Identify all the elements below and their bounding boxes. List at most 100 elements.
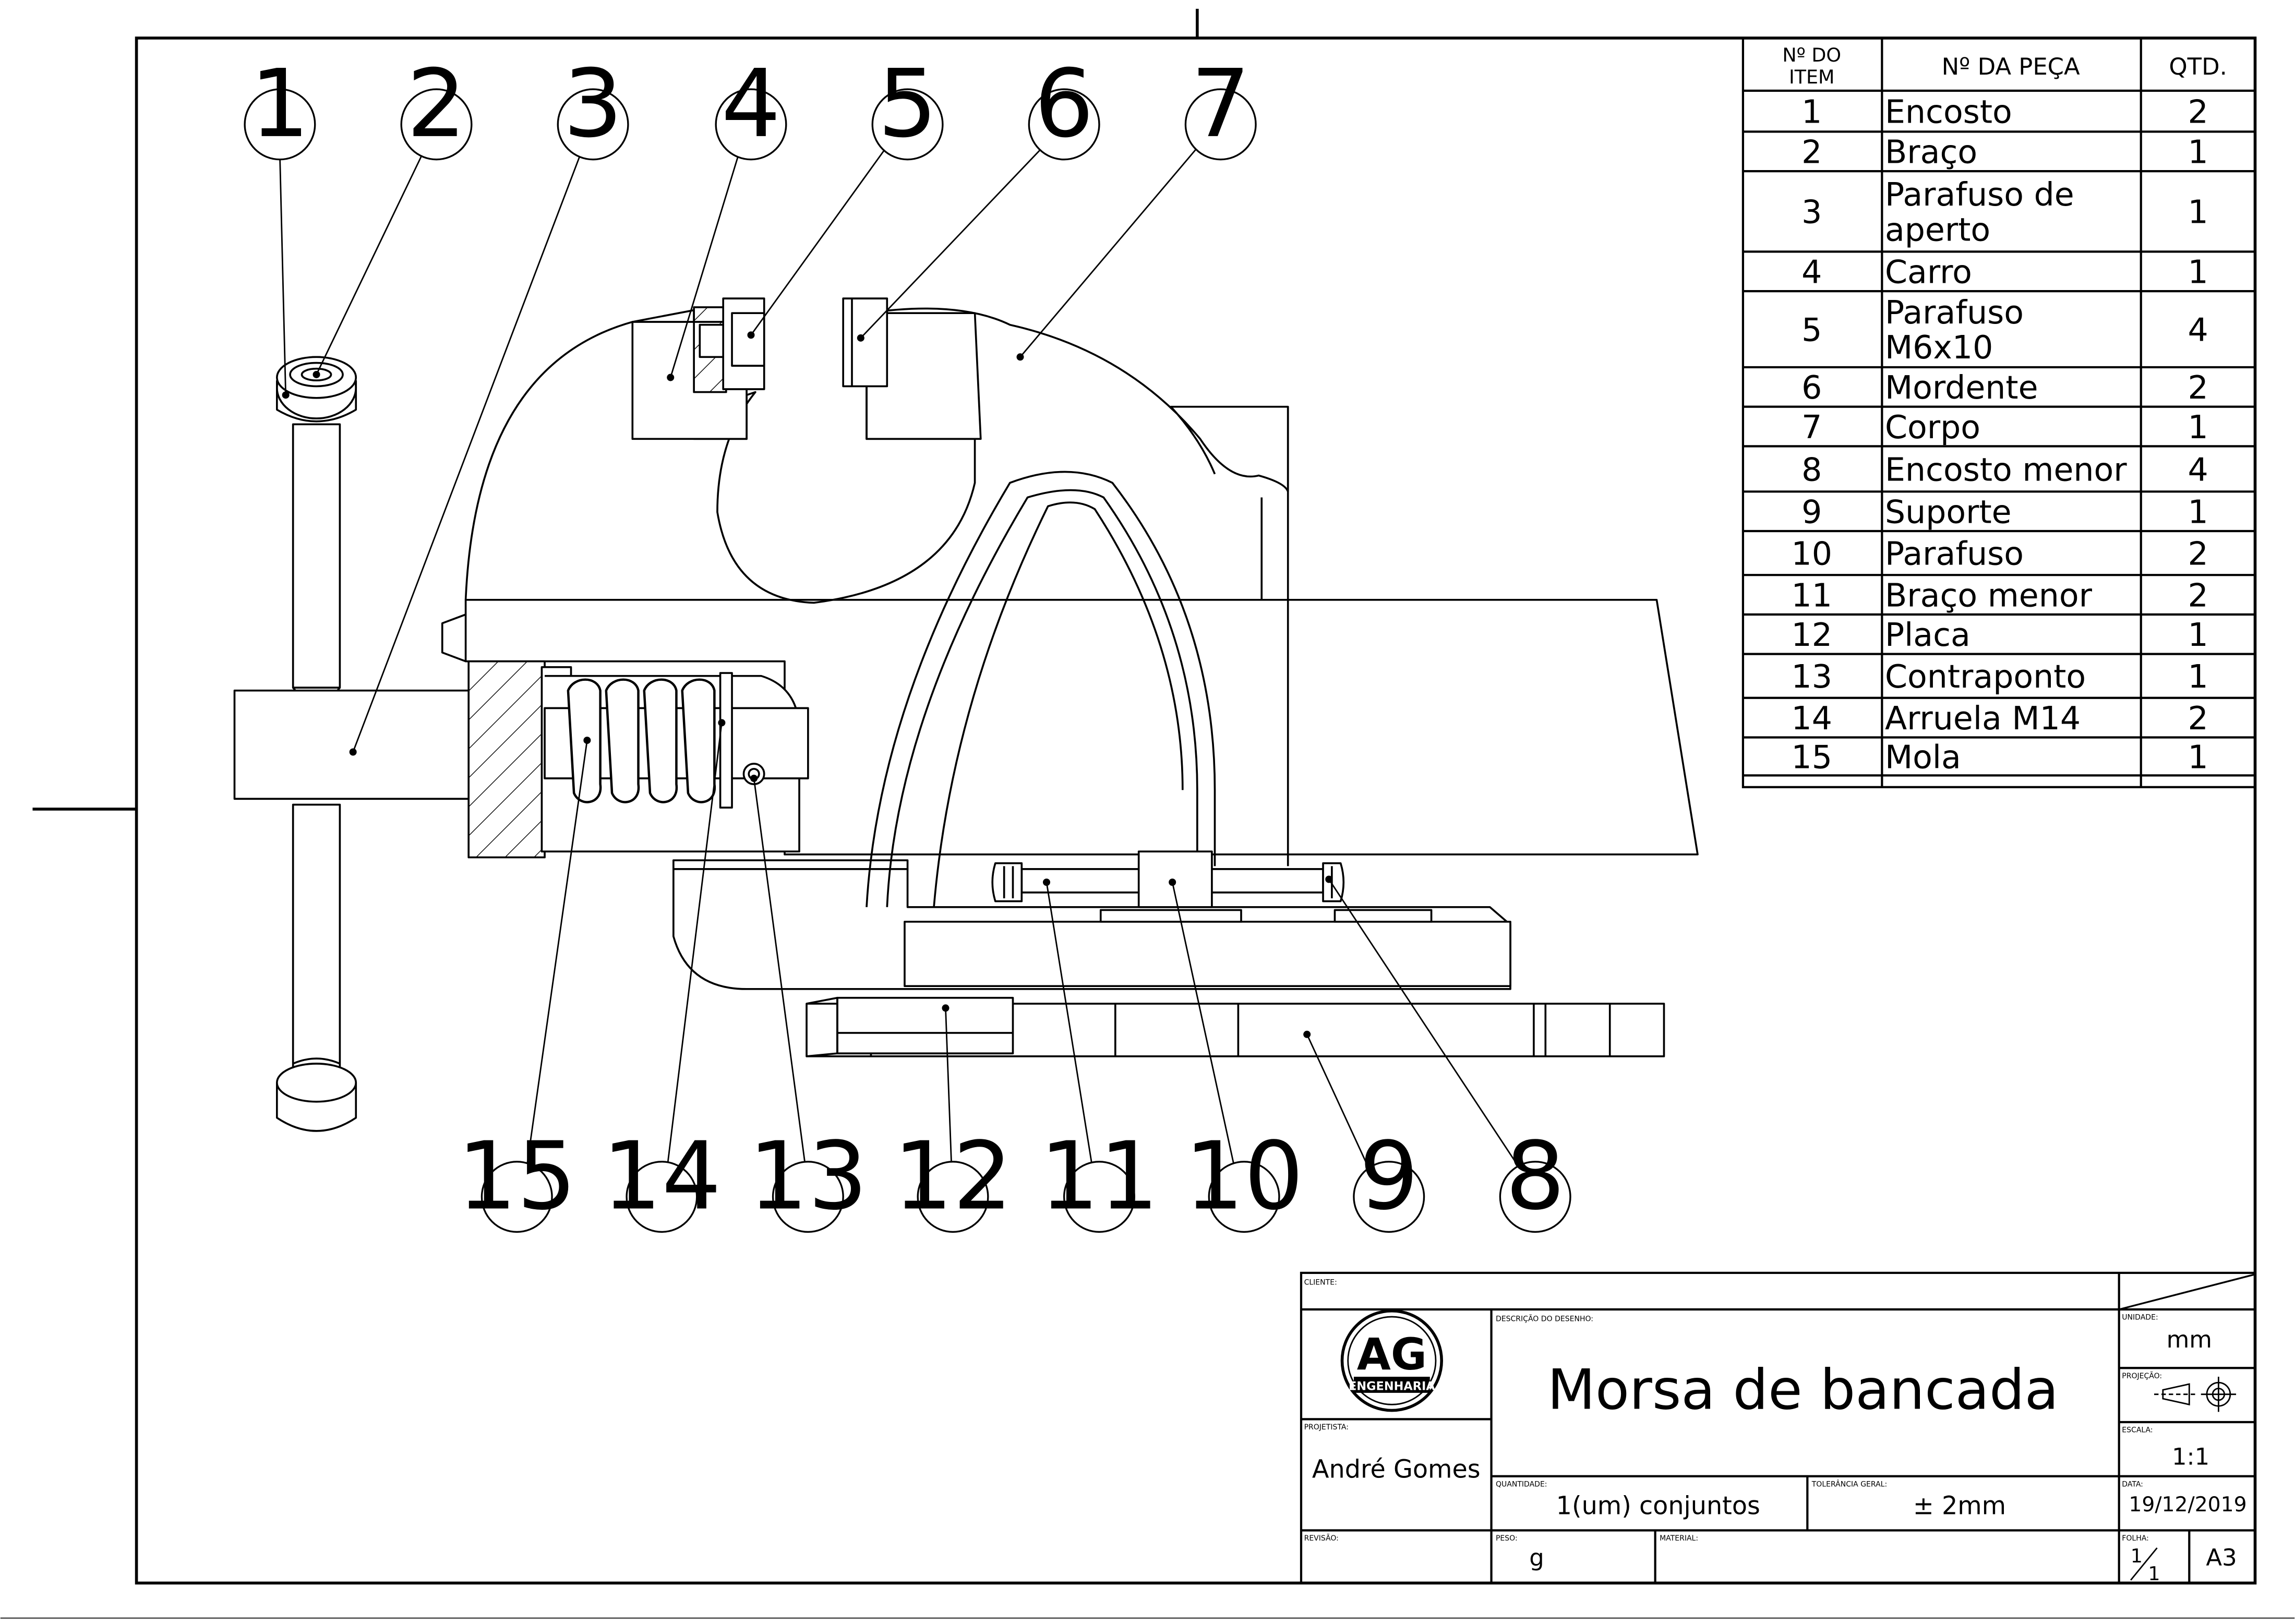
- balloon-number: 4: [721, 50, 780, 159]
- bom-row: 1 Encosto 2: [1801, 93, 2208, 131]
- balloon-number: 3: [563, 50, 622, 159]
- bom-item-number: 12: [1791, 616, 1832, 654]
- bom-quantity: 4: [2188, 451, 2208, 488]
- designer-label: PROJETISTA:: [1304, 1423, 1349, 1431]
- logo-subtext: ENGENHARIA: [1349, 1379, 1435, 1393]
- bom-item-number: 11: [1791, 576, 1832, 614]
- bom-part-name: Mola: [1885, 738, 1961, 776]
- unit-value: mm: [2167, 1326, 2212, 1353]
- scale-label: ESCALA:: [2122, 1426, 2153, 1435]
- revision-label: REVISÃO:: [1304, 1534, 1339, 1543]
- bom-part-name: Encosto: [1885, 93, 2012, 131]
- balloon-number: 2: [406, 50, 466, 159]
- item-balloon: 12: [893, 1122, 1013, 1233]
- bom-quantity: 2: [2188, 700, 2208, 737]
- bom-quantity: 1: [2188, 616, 2208, 654]
- company-logo: AG ENGENHARIA: [1340, 1309, 1444, 1412]
- bom-header-item-line1: Nº DO: [1782, 44, 1841, 66]
- bom-row: 14 Arruela M14 2: [1791, 700, 2208, 737]
- bom-row: 15 Mola 1: [1791, 738, 2208, 776]
- balloon-number: 1: [250, 50, 309, 159]
- unit-label: UNIDADE:: [2122, 1314, 2158, 1322]
- bom-header-item-line2: ITEM: [1789, 66, 1834, 88]
- sheet-frame: [0, 8, 2295, 1619]
- item-balloon: 4: [715, 50, 787, 161]
- bom-header-qty: QTD.: [2169, 53, 2227, 80]
- bom-quantity: 2: [2188, 93, 2208, 131]
- projection-label: PROJEÇÃO:: [2122, 1372, 2162, 1380]
- item-balloon: 10: [1184, 1122, 1304, 1233]
- bom-quantity: 1: [2188, 134, 2208, 171]
- bom-part-name: Arruela M14: [1885, 700, 2081, 737]
- sheet-label: FOLHA:: [2122, 1534, 2149, 1543]
- balloon-number: 8: [1506, 1122, 1565, 1231]
- item-balloon: 15: [458, 1122, 576, 1233]
- tolerance-value: ± 2mm: [1913, 1492, 2006, 1521]
- balloon-number: 12: [893, 1122, 1012, 1231]
- clamp-screw-part: [233, 689, 470, 800]
- bom-item-number: 15: [1791, 738, 1832, 776]
- bom-item-number: 14: [1791, 700, 1832, 737]
- bom-quantity: 2: [2188, 576, 2208, 614]
- bom-item-number: 4: [1801, 254, 1822, 291]
- paper-format: A3: [2206, 1544, 2237, 1571]
- bom-row: 11 Braço menor 2: [1791, 576, 2208, 614]
- bom-quantity: 1: [2188, 254, 2208, 291]
- bom-quantity: 1: [2188, 194, 2208, 231]
- description-label: DESCRIÇÃO DO DESENHO:: [1496, 1314, 1593, 1323]
- material-label: MATERIAL:: [1660, 1534, 1698, 1543]
- balloon-number: 10: [1184, 1122, 1303, 1231]
- item-balloon: 11: [1040, 1122, 1159, 1233]
- third-angle-projection-icon: [2154, 1377, 2237, 1412]
- weight-value: g: [1529, 1544, 1544, 1571]
- plate-part: [806, 996, 1014, 1057]
- date-label: DATA:: [2122, 1480, 2143, 1488]
- bom-quantity: 2: [2188, 369, 2208, 406]
- drawing-title: Morsa de bancada: [1547, 1358, 2059, 1423]
- bom-item-number: 5: [1801, 311, 1822, 348]
- bom-row: 12 Placa 1: [1791, 616, 2208, 654]
- date-value: 19/12/2019: [2129, 1493, 2246, 1517]
- balloon-number: 9: [1359, 1122, 1419, 1231]
- bom-item-number: 2: [1801, 134, 1822, 171]
- item-balloon: 5: [871, 50, 944, 161]
- bom-quantity: 1: [2188, 658, 2208, 695]
- item-balloon: 14: [602, 1122, 722, 1233]
- bom-quantity: 1: [2188, 738, 2208, 776]
- bom-item-number: 1: [1801, 93, 1822, 131]
- item-balloon: 1: [244, 50, 316, 161]
- tolerance-label: TOLERÂNCIA GERAL:: [1811, 1479, 1887, 1488]
- bom-quantity: 1: [2188, 408, 2208, 446]
- jaw-screw-part: [722, 297, 765, 390]
- weight-label: PESO:: [1496, 1534, 1518, 1543]
- title-block: CLIENTE: DESCRIÇÃO DO DESENHO: Morsa de …: [1300, 1271, 2256, 1585]
- bom-part-name: Braço menor: [1885, 576, 2093, 614]
- bom-part-name: Mordente: [1885, 369, 2038, 406]
- quantity-label: QUANTIDADE:: [1496, 1480, 1547, 1488]
- sheet-value: 1 1: [2130, 1545, 2160, 1585]
- logo-text: AG: [1357, 1329, 1427, 1380]
- sheet-den: 1: [2148, 1562, 2160, 1585]
- bom-item-number: 9: [1801, 494, 1822, 531]
- bom-part-name: Placa: [1885, 616, 1970, 654]
- item-balloon: 9: [1353, 1122, 1425, 1233]
- bom-header-part: Nº DA PEÇA: [1942, 53, 2080, 80]
- balloon-number: 15: [458, 1122, 576, 1231]
- bom-item-number: 6: [1801, 369, 1822, 406]
- bom-item-number: 13: [1791, 658, 1832, 695]
- client-label: CLIENTE:: [1304, 1278, 1337, 1286]
- bom-quantity: 2: [2188, 535, 2208, 573]
